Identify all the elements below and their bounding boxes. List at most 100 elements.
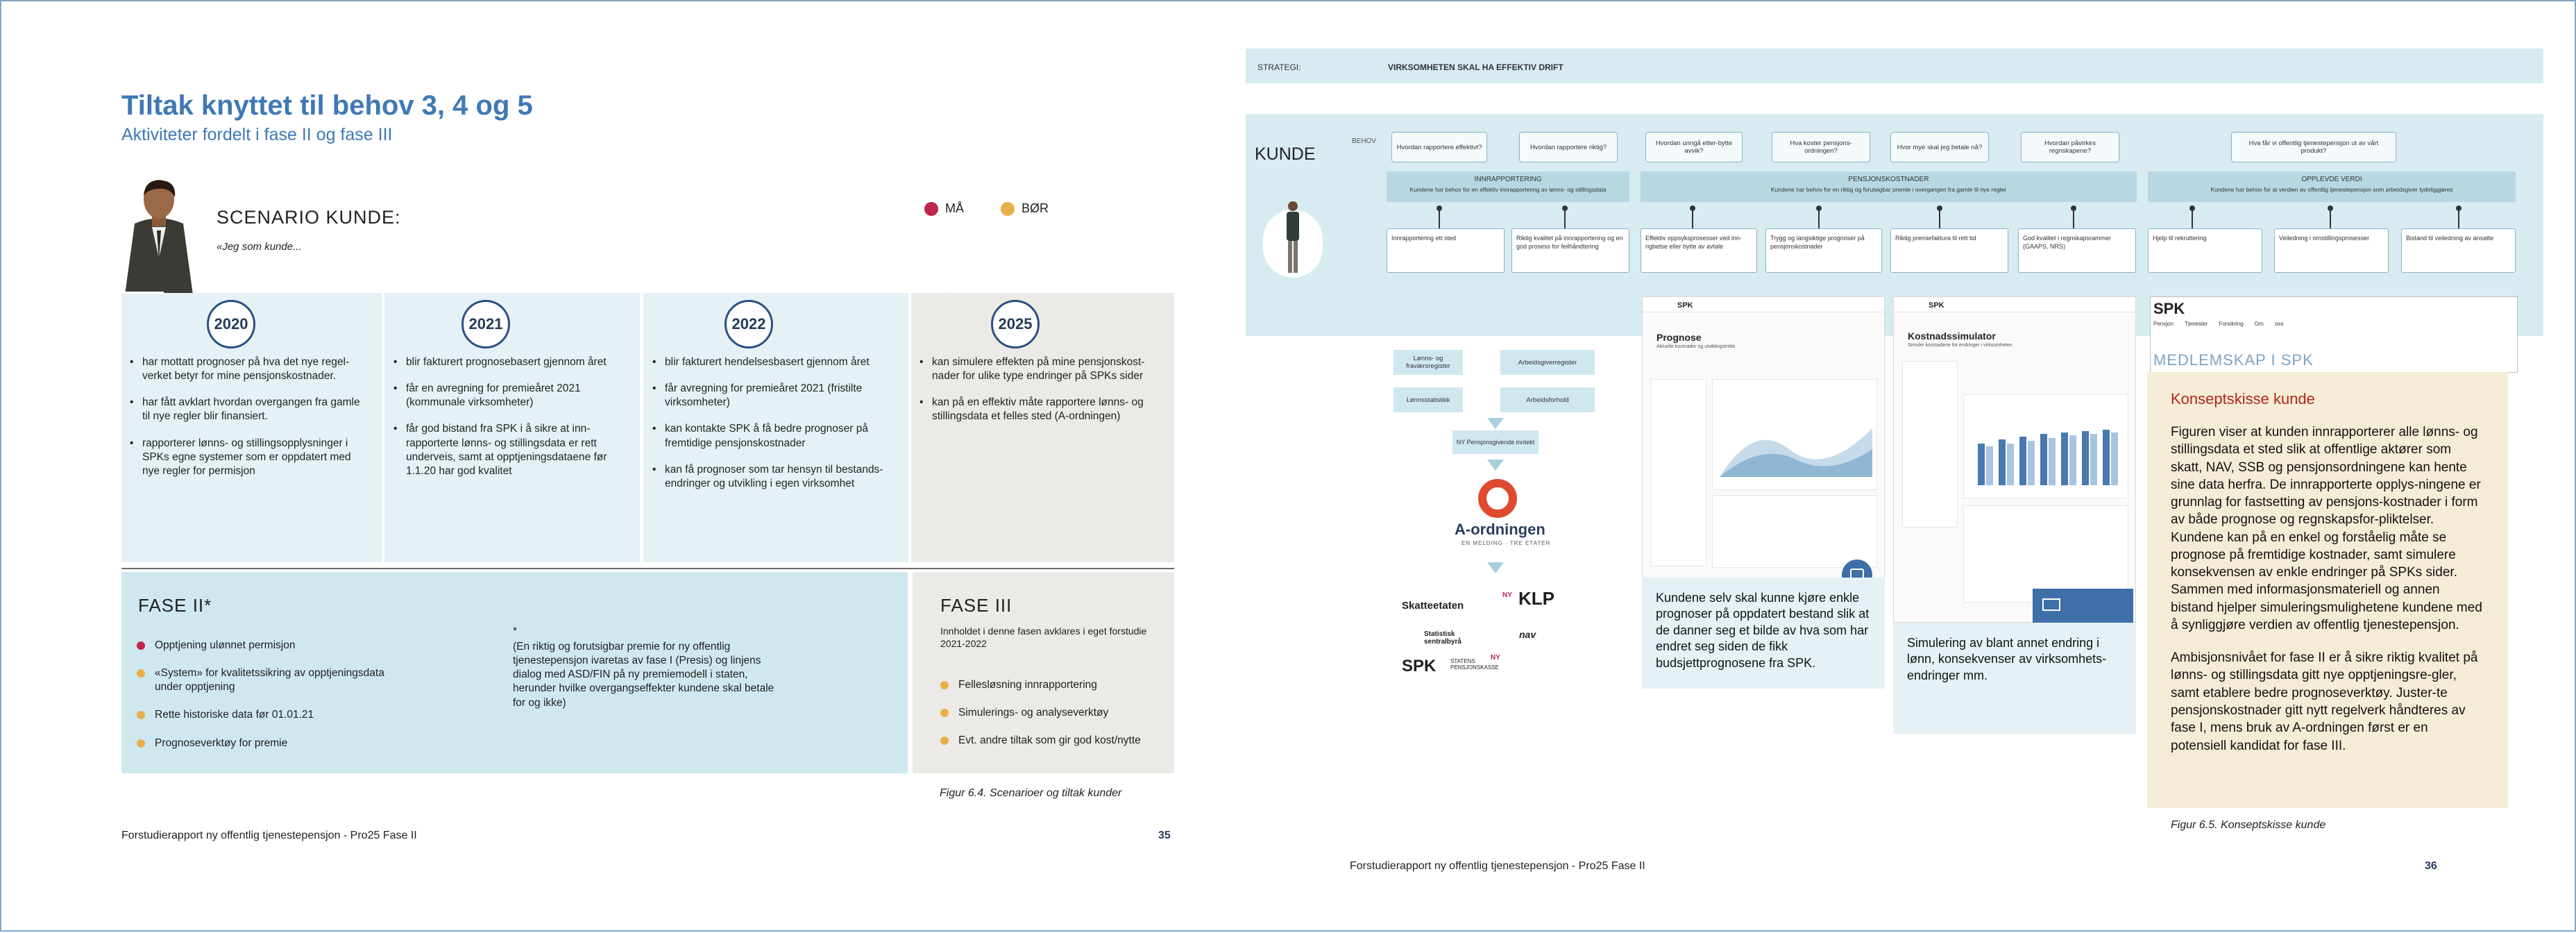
need-box: Hjelp til rekruttering <box>2148 228 2262 273</box>
must-dot-icon <box>924 201 938 216</box>
spk-website-mockup: SPK Pensjon Tjenester Forsikring Om oss … <box>2150 296 2518 373</box>
legend-should-label: BØR <box>1022 201 1049 215</box>
klp-logo: KLP <box>1518 588 1554 609</box>
should-bullet-icon <box>137 669 145 678</box>
need-box: Riktig kvalitet på innrapportering og en… <box>1511 228 1629 273</box>
a-ordningen-tagline: EN MELDING · TRE ETATER <box>1461 540 1551 546</box>
legend-must: MÅ <box>924 201 964 216</box>
concept-title: Konseptskisse kunde <box>2171 390 2315 407</box>
simulator-table-panel <box>1963 505 2128 603</box>
list-item: kan kontakte SPK å få bedre prognoser på… <box>652 422 895 450</box>
should-bullet-icon <box>137 711 145 720</box>
a-ordningen-logo-icon <box>1478 479 1517 518</box>
list-2025: kan simulere effekten på mine pensjonsko… <box>920 355 1166 437</box>
question-box: Hva får vi offentlig tjenestepensjon ut … <box>2231 132 2396 162</box>
skatteetaten-logo: Skatteetaten <box>1402 600 1464 612</box>
connector-pin <box>2456 205 2461 228</box>
chat-popup[interactable] <box>2033 589 2133 623</box>
legend-should: BØR <box>1001 201 1049 216</box>
year-badge-2021: 2021 <box>461 300 510 348</box>
connector-pin <box>2071 205 2076 228</box>
new-badge: NY <box>1491 654 1500 662</box>
list-item: Prognoseverktøy for premie <box>137 737 414 750</box>
spk-logo: SPK <box>2153 300 2185 317</box>
list-item: får en avregning for premieåret 2021 (ko… <box>393 382 629 410</box>
timeline-column-2025 <box>911 293 1174 562</box>
arrow-down-icon <box>1487 460 1504 471</box>
simulator-chart-panel <box>1963 394 2128 498</box>
simulator-caption: Simulering av blant annet endring i lønn… <box>1893 623 2136 734</box>
list-item: har mottatt prognoser på hva det nye reg… <box>130 355 366 383</box>
should-bullet-icon <box>940 709 949 718</box>
need-box: Trygg og langsiktige prognoser på pensjo… <box>1765 228 1882 273</box>
need-box: God kvalitet i regnskapsrammer (GAAPS, N… <box>2018 228 2136 273</box>
figure-caption-6-4: Figur 6.4. Scenarioer og tiltak kunder <box>940 787 1122 799</box>
page-number-right: 36 <box>2425 860 2437 872</box>
must-bullet-icon <box>137 641 145 650</box>
phase-3-list: Fellesløsning innrapportering Simulering… <box>940 678 1162 762</box>
arrow-down-icon <box>1487 562 1504 573</box>
legend-must-label: MÅ <box>945 201 964 215</box>
arrow-down-icon <box>1487 418 1504 429</box>
connector-pin <box>2189 205 2195 228</box>
should-dot-icon <box>1001 201 1015 216</box>
list-item: blir fakturert hendelsesbasert gjennom å… <box>652 355 895 369</box>
data-source-box: Lønns- og fraværsregister <box>1393 350 1463 375</box>
phase-2-footnote: (En riktig og forutsigbar premie for ny … <box>513 641 774 709</box>
list-2021: blir fakturert prognosebasert gjennom år… <box>393 355 629 491</box>
prognosis-title: Prognose <box>1656 332 1702 343</box>
should-bullet-icon <box>940 737 949 746</box>
prognosis-screen-mockup: SPK Prognose Aktuelle kostnader og utvik… <box>1642 296 1885 581</box>
question-box: Hvor mye skal jeg betale nå? <box>1890 132 1989 162</box>
phase-3-title: FASE III <box>940 595 1012 616</box>
nav-logo: nav <box>1519 629 1536 640</box>
filter-sidebar <box>1651 379 1706 566</box>
should-bullet-icon <box>137 739 145 748</box>
customer-avatar-illustration <box>124 180 194 300</box>
figure-caption-6-5: Figur 6.5. Konseptskisse kunde <box>2171 819 2326 831</box>
category-perceived-value: OPPLEVDE VERDI Kundene har behov for at … <box>2148 171 2516 202</box>
new-income-box: NY Pensjonsgivende inntekt <box>1452 430 1539 454</box>
connector-pin <box>1816 205 1822 228</box>
need-box: Effektiv oppsyksprosesser ved inn-rigbet… <box>1641 228 1757 273</box>
list-item: får god bistand fra SPK i å sikre at inn… <box>393 422 629 478</box>
customer-title: KUNDE <box>1255 144 1316 164</box>
question-box: Hvordan rapportere riktig? <box>1519 132 1618 162</box>
strategy-value: VIRKSOMHETEN SKAL HA EFFEKTIV DRIFT <box>1388 62 1564 72</box>
scenario-subtitle: «Jeg som kunde... <box>217 241 302 253</box>
category-pension-costs: PENSJONSKOSTNADER Kundene har behov for … <box>1641 171 2137 202</box>
phase-2-list: Opptjening ulønnet permisjon «System» fo… <box>137 639 414 764</box>
list-2022: blir fakturert hendelsesbasert gjennom å… <box>652 355 895 503</box>
list-item: blir fakturert prognosebasert gjennom år… <box>393 355 629 369</box>
strategy-label: STRATEGI: <box>1257 62 1301 72</box>
data-source-box: Arbeidsgiverregister <box>1500 350 1595 375</box>
list-item: Evt. andre tiltak som gir god kost/nytte <box>940 734 1162 748</box>
data-source-box: Lønnsstatistikk <box>1393 387 1463 412</box>
list-item: får avregning for premieåret 2021 (frist… <box>652 382 895 410</box>
phase-2-box <box>121 572 908 773</box>
list-item: kan få prognoser som tar hensyn til best… <box>652 463 895 491</box>
timeline-column-2020 <box>121 293 382 562</box>
question-box: Hvordan rapportere effektivt? <box>1391 132 1487 162</box>
year-badge-2025: 2025 <box>991 300 1040 348</box>
list-2020: har mottatt prognoser på hva det nye reg… <box>130 355 366 491</box>
should-bullet-icon <box>940 681 949 689</box>
mail-icon <box>2042 598 2060 611</box>
page-title: Tiltak knyttet til behov 3, 4 og 5 <box>121 90 533 121</box>
spk-name: STATENS PENSJONSKASSE <box>1450 658 1499 671</box>
page-subtitle: Aktiviteter fordelt i fase II og fase II… <box>121 125 393 144</box>
question-box: Hva koster pensjons-ordningen? <box>1772 132 1870 162</box>
connector-pin <box>1562 205 1568 228</box>
need-box: Innrapportering ett sted <box>1387 228 1505 273</box>
prognosis-caption: Kundene selv skal kunne kjøre enkle prog… <box>1642 578 1885 689</box>
list-item: kan simulere effekten på mine pensjonsko… <box>920 355 1166 383</box>
spk-logo: SPK <box>1929 301 1944 310</box>
website-nav: Pensjon Tjenester Forsikring Om oss <box>2153 321 2284 327</box>
list-item: Simulerings- og analyseverktøy <box>940 706 1162 720</box>
list-item: har fått avklart hvordan overgangen fra … <box>130 396 366 423</box>
page-footer-left: Forstudierapport ny offentlig tjenestepe… <box>121 830 417 841</box>
person-icon <box>1287 201 1299 273</box>
need-box: Riktig premiefaktura til rett tid <box>1890 228 2008 273</box>
connector-pin <box>1690 205 1695 228</box>
divider <box>121 568 1174 569</box>
